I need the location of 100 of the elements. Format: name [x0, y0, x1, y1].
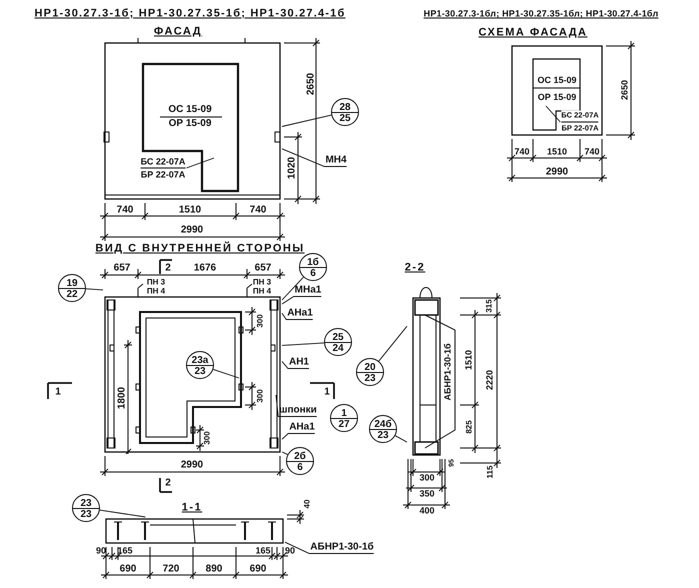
- dimension-text: 2220: [484, 370, 496, 390]
- callout-number: 22: [65, 289, 79, 300]
- callout-number: 23: [79, 498, 93, 509]
- callout-number: 2б: [293, 451, 307, 462]
- callout-circle: [331, 98, 359, 126]
- dimension-text: 657: [114, 262, 130, 274]
- callout-number: 23: [376, 430, 390, 441]
- dimension-text: 300: [254, 389, 266, 403]
- dimension-text: 165: [117, 546, 133, 556]
- dimension-text: 2990: [180, 224, 204, 236]
- callout-number: 6: [296, 462, 304, 473]
- callout-circle: [186, 351, 214, 379]
- part-label: БС 22-07А: [140, 156, 186, 166]
- dimension-text: 1800: [116, 386, 128, 410]
- part-label: АН1: [289, 356, 309, 368]
- dimension-text: 1510: [464, 350, 474, 370]
- dimension-text: ПН 4: [252, 286, 272, 296]
- callout-number: 1б: [306, 257, 320, 268]
- dimension-text: 657: [254, 262, 272, 274]
- window-mark: ОС 15-09: [537, 75, 577, 85]
- part-label: АНа1: [289, 422, 315, 432]
- panel-drawing: [510, 44, 604, 137]
- callout-circle: [356, 358, 384, 386]
- callout-circle: [330, 404, 358, 432]
- part-label: АНа1: [287, 308, 313, 318]
- dimension-text: 1510: [546, 146, 568, 158]
- callout-circle: [299, 253, 327, 281]
- dimension-text: 350: [419, 488, 435, 500]
- dimension-text: 2650: [306, 72, 316, 96]
- part-label: МНа1: [294, 284, 322, 296]
- dimension-text: 40: [302, 500, 312, 508]
- callout-number: 23: [193, 366, 207, 377]
- leader-line: [282, 452, 288, 455]
- callout-number: 19: [65, 278, 79, 289]
- dimension-text: 825: [464, 420, 474, 434]
- part-label: АБНР1-30-1б: [310, 542, 374, 552]
- dimension-text: ПН 3: [252, 276, 272, 288]
- callout-number: 23: [79, 509, 93, 520]
- dimension-text: 740: [514, 146, 530, 158]
- dimension-text: 115: [484, 466, 496, 478]
- dimension-text: 400: [419, 506, 435, 516]
- view-title: ФАСАД: [154, 26, 202, 38]
- view-title: 1-1: [182, 502, 202, 514]
- callout-circle: [58, 274, 86, 302]
- dimension-text: ПН 3: [146, 276, 166, 288]
- leader-line: [282, 148, 348, 167]
- leader-line: [186, 158, 214, 168]
- drawing-heading: НР1-30.27.3-1б; НР1-30.27.35-1б; НР1-30.27.4-1б: [34, 8, 346, 20]
- leader-line: [282, 342, 324, 346]
- callout-number: 1: [340, 408, 348, 419]
- dimension-text: 720: [162, 564, 180, 574]
- leader-line: [282, 433, 316, 440]
- dimension-text: 1510: [178, 204, 202, 216]
- dimension-text: 315: [484, 299, 494, 313]
- leader-line: [212, 368, 240, 378]
- leader-line: [378, 326, 408, 362]
- section-drawing: [104, 517, 285, 545]
- dimension-text: 690: [250, 564, 266, 574]
- callout-number: 24: [331, 343, 345, 354]
- callout-circle: [286, 447, 314, 475]
- dimension-text: 90: [96, 546, 106, 556]
- view-title: СХЕМА ФАСАДА: [478, 28, 588, 38]
- dimension-text: 90: [285, 546, 295, 556]
- panel-drawing: [103, 36, 282, 201]
- dimension-text: 300: [419, 472, 435, 484]
- dimension-text: 690: [120, 564, 136, 574]
- dimension-text: 1: [324, 386, 330, 398]
- part-label: МН4: [325, 154, 347, 166]
- leader-line: [99, 510, 146, 518]
- leader-line: [282, 276, 304, 300]
- drawing-heading: НР1-30.27.3-1бл; НР1-30.27.35-1бл; НР1-30.27.4-1бл: [424, 8, 658, 20]
- leader-line: [282, 114, 332, 127]
- dimension-text: 2650: [620, 80, 630, 100]
- leader-line: [282, 296, 322, 304]
- dimension-text: 2990: [546, 166, 568, 178]
- dimension-text: 1020: [286, 156, 298, 180]
- callout-number: 25: [338, 113, 352, 124]
- dimension-text: 1: [55, 386, 61, 398]
- dimension-text: 300: [202, 431, 212, 445]
- view-title: ВИД С ВНУТРЕННЕЙ СТОРОНЫ: [95, 244, 305, 254]
- leader-line: [282, 360, 310, 369]
- leader-line: [86, 288, 104, 290]
- leader-line: [546, 106, 561, 122]
- dimension-text: ПН 4: [146, 286, 166, 296]
- part-label: шпонки: [279, 404, 317, 416]
- part-label: БР 22-07А: [140, 170, 186, 180]
- dimension-text: 300: [254, 314, 266, 328]
- callout-number: 25: [331, 332, 345, 343]
- callout-circle: [72, 494, 100, 522]
- leader-line: [276, 394, 318, 417]
- dimension-text: 740: [250, 204, 266, 216]
- callout-number: 27: [337, 419, 351, 430]
- dimension-text: 165: [255, 546, 271, 556]
- dimension-text: 1676: [194, 262, 216, 274]
- dimension-text: АБНР1-30-1б: [442, 343, 454, 401]
- dimension-text: 2: [165, 262, 171, 274]
- dimension-text: 740: [584, 146, 600, 158]
- callout-number: 23а: [190, 355, 210, 366]
- leader-line: [282, 312, 314, 320]
- window-mark: ОР 15-09: [538, 92, 576, 102]
